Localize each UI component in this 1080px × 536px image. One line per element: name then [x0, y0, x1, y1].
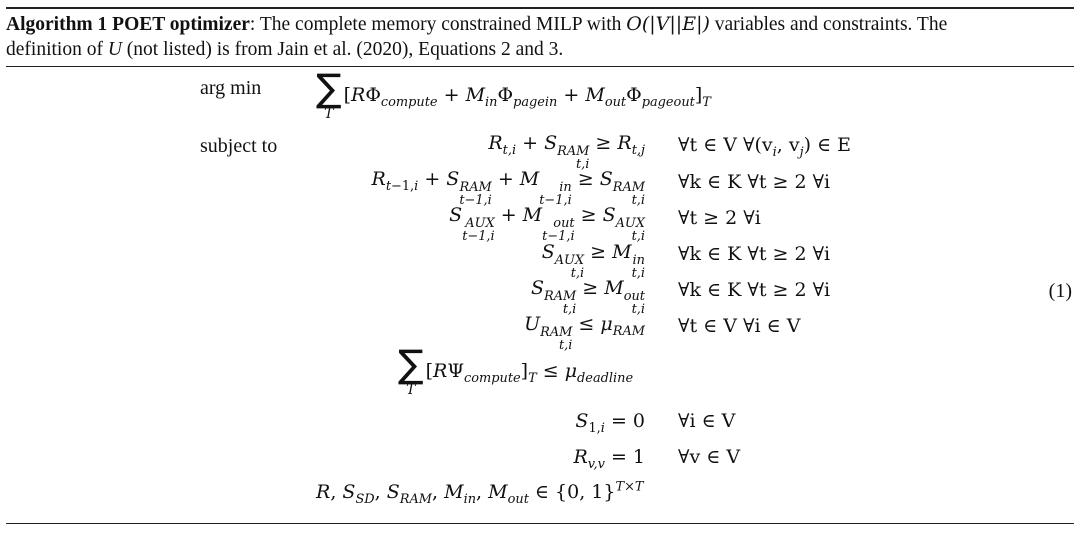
constraint-8-lhs: Rv,v = 1 [573, 446, 645, 472]
algorithm-caption: Algorithm 1 POET optimizer: The complete… [6, 12, 1074, 62]
objective-expression: ∑T[RΦcompute + MinΦpagein + MoutΦpageout… [316, 66, 711, 122]
constraint-1-condition: ∀t ∈ V ∀(vi, vj) ∈ E [678, 134, 852, 160]
constraint-4-condition: ∀k ∈ K ∀t ≥ 2 ∀i [678, 243, 831, 265]
constraint-3-condition: ∀t ≥ 2 ∀i [678, 207, 761, 229]
equation-number: (1) [1048, 280, 1072, 302]
constraint-5-condition: ∀k ∈ K ∀t ≥ 2 ∀i [678, 279, 831, 301]
constraint-6-condition: ∀t ∈ V ∀i ∈ V [678, 315, 801, 337]
constraint-8-condition: ∀v ∈ V [678, 446, 741, 468]
caption-text-b: variables and constraints. The [709, 14, 948, 35]
caption-text-a: : The complete memory constrained MILP w… [249, 14, 627, 35]
constraint-2-condition: ∀k ∈ K ∀t ≥ 2 ∀i [678, 171, 831, 193]
caption-rule [6, 66, 1074, 67]
domain-constraint: R, SSD, SRAM, Min, Mout ∈ {0, 1}T×T [316, 479, 644, 507]
subject-to-label: subject to [200, 135, 278, 157]
deadline-constraint: ∑T[RΨcompute]T ≤ μdeadline [398, 342, 634, 398]
variable-u: U [107, 39, 122, 60]
algorithm-label: Algorithm 1 POET optimizer [6, 14, 250, 35]
sum-symbol: ∑T [316, 66, 342, 122]
complexity-expression: O(|V||E|) [626, 13, 710, 35]
sum-symbol: ∑T [398, 342, 424, 398]
constraint-7-lhs: S1,i = 0 [575, 410, 645, 436]
constraint-7-condition: ∀i ∈ V [678, 410, 736, 432]
caption-text-c: definition of [6, 39, 108, 60]
objective-label: arg min [200, 77, 262, 99]
caption-text-d: (not listed) is from Jain et al. (2020),… [121, 39, 564, 60]
top-rule [6, 7, 1074, 9]
bottom-rule [6, 523, 1074, 524]
